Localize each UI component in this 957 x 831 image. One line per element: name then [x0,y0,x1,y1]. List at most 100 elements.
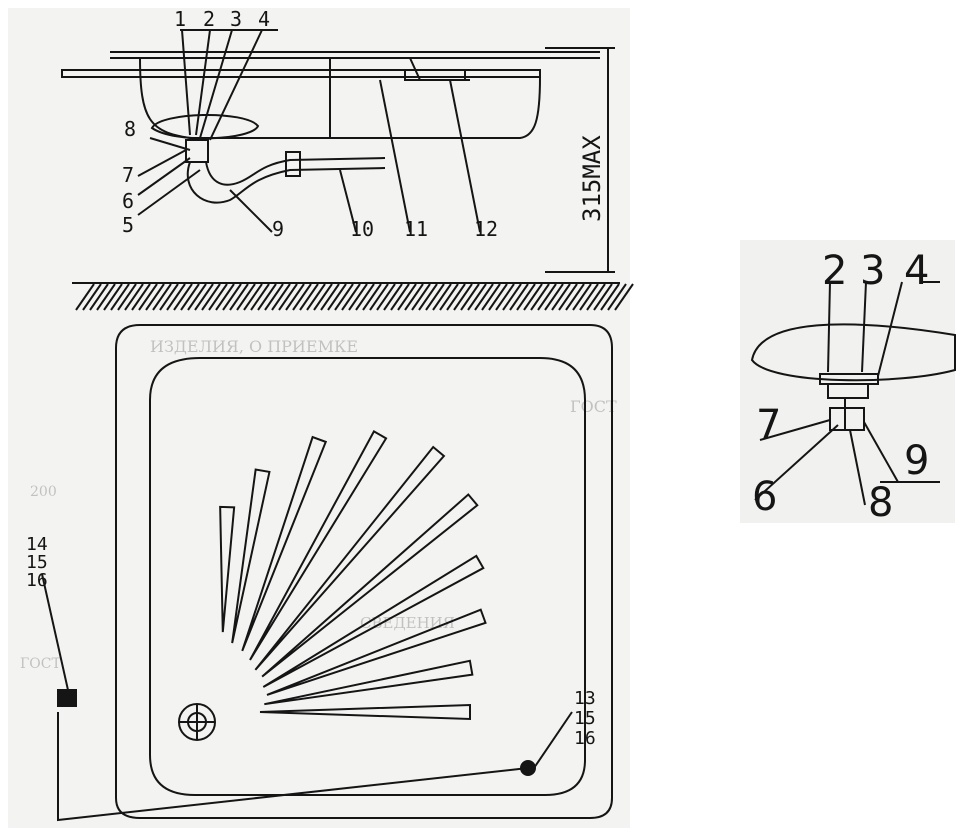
floor-hatch-line [390,283,410,311]
leg-left [57,689,77,707]
anti-slip-rib [231,468,271,644]
floor-hatch-line [425,283,445,311]
pipe-nut [285,151,301,177]
floor-hatch-line [110,283,130,311]
detail-body [827,383,869,399]
floor-hatch-line [586,283,606,311]
ghost-text-d: 200 [30,484,57,500]
siphon-elbow-inner [205,157,386,186]
floor-hatch-line [201,283,221,311]
floor-hatch-line [313,283,333,311]
anti-slip-rib [264,659,474,706]
floor-hatch-line [544,283,564,311]
callout-7: 7 [122,163,134,187]
floor-hatch-line [96,283,116,311]
floor-hatch-line [474,283,494,311]
callout-11: 11 [404,217,428,241]
floor-hatch-line [502,283,522,311]
floor-hatch-line [271,283,291,311]
floor-hatch-line [292,283,312,311]
dimension-label: 315MAX [578,135,606,222]
floor-hatch-line [551,283,571,311]
floor-hatch-line [404,283,424,311]
floor-hatch-line [516,283,536,311]
floor-hatch-line [537,283,557,311]
callout-10: 10 [350,217,374,241]
floor-hatch-line [215,283,235,311]
floor-hatch-line [607,283,627,311]
detail-callouts: 2 3 4 6 7 8 9 [752,248,929,526]
floor-hatch-line [173,283,193,311]
floor-hatch-line [264,283,284,311]
tray-lip [110,51,600,59]
detail-callout-8: 8 [868,480,893,526]
detail-stem [829,407,865,431]
floor-hatch-line [558,283,578,311]
floor-hatch-line [278,283,298,311]
leaders-left [137,137,201,216]
floor-hatch-line [89,283,109,311]
detail-sheet [740,240,955,523]
floor-hatch-line [579,283,599,311]
tray-outline [115,324,613,819]
callout-6: 6 [122,189,134,213]
floor-hatch-line [187,283,207,311]
anti-slip-rib [219,505,236,633]
floor-hatch-line [299,283,319,311]
floor-hatch-line [145,283,165,311]
floor-hatch-line [418,283,438,311]
anti-slip-rib [249,429,388,661]
floor-hatch-line [82,283,102,311]
floor-hatch-line [180,283,200,311]
callout-13: 13 [574,688,596,709]
floor-hatch-line [446,283,466,311]
floor-hatch-line [117,283,137,311]
tray-rim [61,69,541,78]
floor-hatch-line [411,283,431,311]
ghost-text-e: ГОСТ [20,656,61,672]
floor-hatch [72,282,634,311]
floor-hatch-line [362,283,382,311]
floor-hatch-line [600,283,620,311]
detail-leaders [754,281,940,506]
callout-15-left: 15 [26,552,48,573]
floor-hatch-line [530,283,550,311]
floor-hatch-line [327,283,347,311]
floor-hatch-line [376,283,396,311]
ghost-text-b: ИЗДЕЛИЯ, О ПРИЕМКЕ [150,337,358,356]
floor-hatch-line [208,283,228,311]
floor-hatch-line [194,283,214,311]
floor-hatch-line [152,283,172,311]
anti-slip-rib [261,493,479,678]
floor-hatch-line [75,283,95,311]
floor-hatch-line [432,283,452,311]
anti-slip-rib [259,703,471,721]
anti-slip-rib [262,554,485,688]
drain-plate [150,114,260,140]
floor-hatch-line [495,283,515,311]
floor-hatch-line [257,283,277,311]
floor-hatch-line [467,283,487,311]
detail-callout-2: 2 [822,248,847,294]
leaders-bottom [229,79,481,233]
floor-hatch-line [565,283,585,311]
floor-hatch-line [439,283,459,311]
detail-callout-3: 3 [860,248,885,294]
floor-hatch-line [138,283,158,311]
floor-hatch-line [131,283,151,311]
floor-hatch-line [243,283,263,311]
detail-callout-6: 6 [752,474,777,520]
floor-hatch-line [124,283,144,311]
floor-hatch-line [593,283,613,311]
detail-callout-7: 7 [756,402,781,448]
floor-hatch-line [488,283,508,311]
callout-16-left: 16 [26,570,48,591]
leg-right-leader [533,711,573,769]
floor-hatch-line [334,283,354,311]
dim-line [545,47,615,273]
side-view-callouts: 1 2 3 4 5 6 7 8 9 10 11 12 315MAX [122,7,606,241]
detail-plate [750,323,956,382]
floor-hatch-line [523,283,543,311]
floor-hatch-line [320,283,340,311]
floor-hatch-line [159,283,179,311]
